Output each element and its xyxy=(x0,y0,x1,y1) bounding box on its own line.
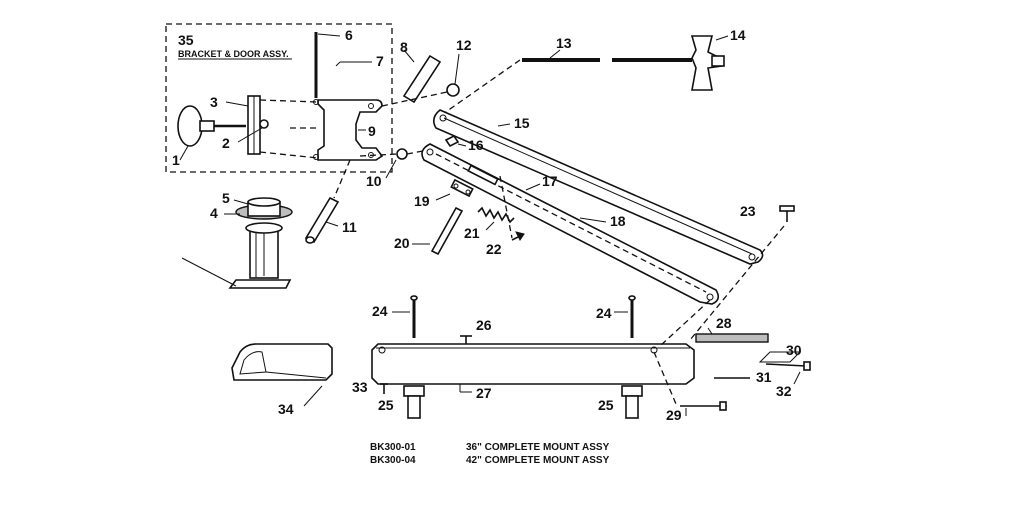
callout-10: 10 xyxy=(366,173,382,189)
callout-18: 18 xyxy=(610,213,626,229)
callout-30: 30 xyxy=(786,342,802,358)
part-base-rail-27 xyxy=(371,343,695,385)
callout-27: 27 xyxy=(476,385,492,401)
callout-31: 31 xyxy=(756,369,772,385)
part-slot-17 xyxy=(467,164,499,186)
callout-24-left: 24 xyxy=(372,303,388,319)
part-knob-1 xyxy=(177,105,246,147)
part-foot-25b xyxy=(621,385,643,419)
callout-11: 11 xyxy=(342,219,357,235)
part-pin-20 xyxy=(430,206,464,256)
part-foot-25a xyxy=(403,385,425,419)
callout-32: 32 xyxy=(776,383,792,399)
callout-6: 6 xyxy=(345,27,353,43)
part-clip-22 xyxy=(511,231,525,241)
callout-23: 23 xyxy=(740,203,756,219)
callout-29: 29 xyxy=(666,407,682,423)
assembly-description: 42" COMPLETE MOUNT ASSY xyxy=(466,455,610,466)
inset-title: BRACKET & DOOR ASSY. xyxy=(178,49,289,59)
part-cover-34 xyxy=(231,343,333,381)
part-link-19 xyxy=(450,178,474,198)
part-bushing-16 xyxy=(444,134,460,148)
callout-4: 4 xyxy=(210,205,218,221)
assembly-legend: BK300-01 36" COMPLETE MOUNT ASSY BK300-0… xyxy=(370,442,610,466)
callout-17: 17 xyxy=(542,173,558,189)
callout-24-right: 24 xyxy=(596,305,612,321)
part-bolt-32 xyxy=(765,361,811,371)
part-bolt-24b xyxy=(628,295,636,338)
callout-16: 16 xyxy=(468,137,484,153)
part-t-handle-14 xyxy=(690,35,725,91)
callout-19: 19 xyxy=(414,193,430,209)
part-bolt-23 xyxy=(779,205,795,222)
callout-22: 22 xyxy=(486,241,502,257)
part-washer-12 xyxy=(446,83,460,97)
callout-8: 8 xyxy=(400,39,408,55)
part-rod-6 xyxy=(314,32,341,98)
callout-25-left: 25 xyxy=(378,397,394,413)
callout-25-right: 25 xyxy=(598,397,614,413)
callout-7: 7 xyxy=(376,53,384,69)
part-bar-28 xyxy=(695,333,769,343)
inset-box xyxy=(165,23,393,173)
part-spindle-stand xyxy=(228,197,293,289)
part-plate-30 xyxy=(758,351,802,363)
callout-34: 34 xyxy=(278,401,294,417)
part-bolt-24a xyxy=(410,295,418,338)
callout-33: 33 xyxy=(352,379,368,395)
callout-13: 13 xyxy=(556,35,572,51)
part-door-plate-3 xyxy=(247,95,261,155)
callout-12: 12 xyxy=(456,37,472,53)
part-pin-8 xyxy=(402,54,442,104)
callout-20: 20 xyxy=(394,235,410,251)
part-pin-11 xyxy=(304,196,340,244)
callout-26: 26 xyxy=(476,317,492,333)
callout-14: 14 xyxy=(730,27,746,43)
callout-3: 3 xyxy=(210,94,218,110)
callout-1: 1 xyxy=(172,152,180,168)
callout-35: 35 xyxy=(178,32,194,48)
callout-28: 28 xyxy=(716,315,732,331)
callout-21: 21 xyxy=(464,225,480,241)
part-screw-2 xyxy=(259,119,269,129)
assembly-part-number: BK300-04 xyxy=(370,455,416,466)
part-pin-29 xyxy=(680,401,727,411)
callout-2: 2 xyxy=(222,135,230,151)
callout-15: 15 xyxy=(514,115,530,131)
callout-5: 5 xyxy=(222,190,230,206)
part-nut-10 xyxy=(396,148,408,160)
callout-9: 9 xyxy=(368,123,376,139)
part-hook-7 xyxy=(335,61,372,67)
assembly-description: 36" COMPLETE MOUNT ASSY xyxy=(466,442,610,453)
part-pin-26 xyxy=(460,335,472,344)
assembly-part-number: BK300-01 xyxy=(370,442,416,453)
part-screw-33 xyxy=(380,383,388,394)
